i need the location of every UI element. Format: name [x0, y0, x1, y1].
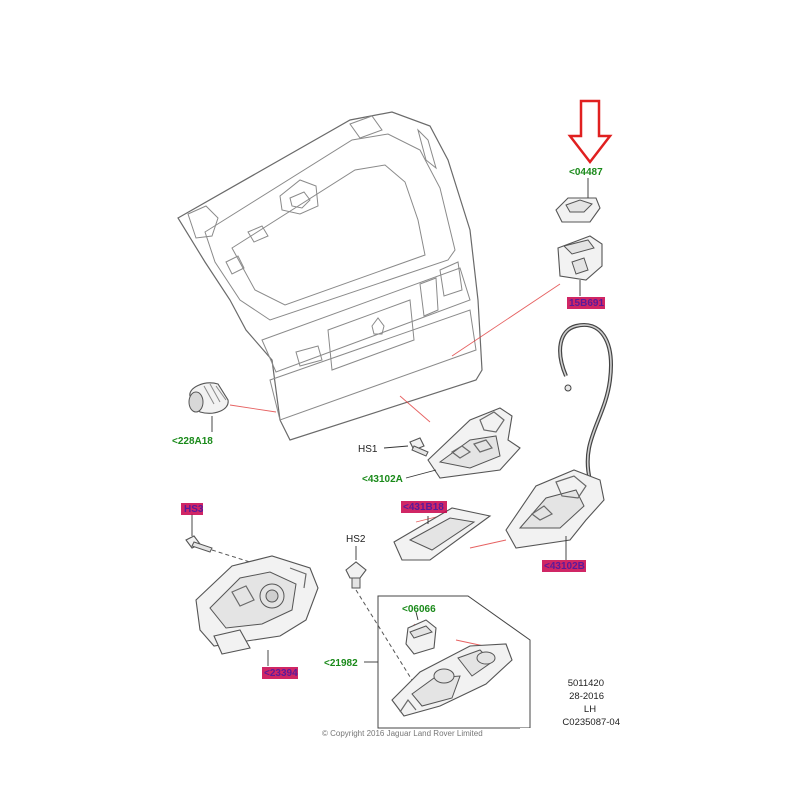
callout-43102a: <43102A — [362, 474, 403, 485]
part-21982-assembly-box — [364, 595, 531, 729]
callout-431b18: <431B18 — [403, 502, 444, 513]
reference-line-1: 5011420 — [568, 678, 604, 689]
callout-21982: <21982 — [324, 658, 358, 669]
part-228a18-cylinder — [188, 382, 229, 432]
callout-15b691-highlight — [567, 297, 605, 309]
part-431b18-plate — [393, 507, 492, 561]
red-down-arrow — [567, 99, 613, 165]
callout-228a18: <228A18 — [172, 436, 213, 447]
callout-23394-highlight — [262, 667, 298, 679]
part-23394-actuator — [195, 555, 319, 666]
callout-hs3: HS3 — [184, 504, 204, 515]
part-43102b-latch — [505, 469, 605, 560]
part-04487-switch — [555, 178, 601, 223]
part-hs1-screw — [383, 437, 429, 457]
callout-labels: <04487 15B691 <228A18 HS1 <43102A HS3 <4… — [172, 167, 605, 679]
callout-43102b-highlight — [542, 560, 586, 572]
callout-hs3-highlight — [181, 503, 203, 515]
callout-43102b: <43102B — [544, 561, 585, 572]
callout-04487: <04487 — [569, 167, 603, 178]
tailgate-illustration — [177, 111, 483, 441]
callout-hs2: HS2 — [346, 534, 366, 545]
reference-line-2: 28-2016 — [569, 691, 604, 702]
reference-line-3: LH — [584, 704, 596, 715]
part-hs3-screw — [185, 514, 251, 563]
part-15b691-bezel — [557, 235, 603, 296]
part-hs2-screw — [345, 546, 413, 681]
copyright-notice: © Copyright 2016 Jaguar Land Rover Limit… — [322, 729, 483, 738]
callout-23394: <23394 — [264, 668, 298, 679]
callout-431b18-highlight — [401, 501, 447, 513]
callout-hs1: HS1 — [358, 444, 378, 455]
copyright-mask — [520, 728, 640, 742]
red-leader-lines — [229, 283, 561, 647]
reference-line-4: C0235087-04 — [562, 717, 620, 728]
reference-block: 5011420 28-2016 LH C0235087-04 — [562, 678, 620, 728]
part-43102a-latch — [405, 407, 521, 479]
callout-15b691: 15B691 — [569, 298, 604, 309]
callout-06066: <06066 — [402, 604, 436, 615]
